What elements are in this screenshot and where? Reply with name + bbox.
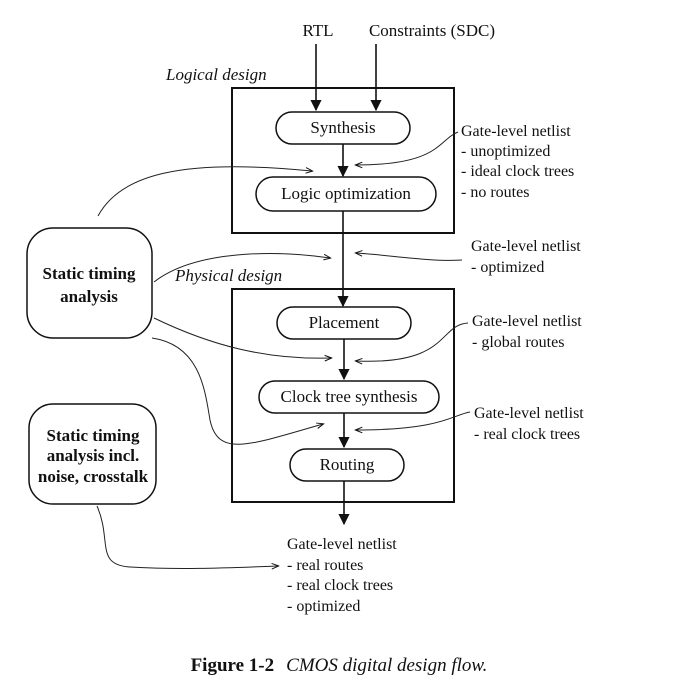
sta-to-cts-curve xyxy=(151,337,323,445)
sta-to-placement-curve xyxy=(153,317,331,358)
netlist2-curve xyxy=(356,253,463,261)
sta-label-line2: analysis xyxy=(60,287,118,306)
sta-to-logic-curve xyxy=(97,166,312,217)
sta-noise-label-line1: Static timing xyxy=(46,426,140,445)
synthesis-label: Synthesis xyxy=(310,118,375,137)
netlist4-line1: Gate-level netlist xyxy=(474,405,584,422)
physical-design-label: Physical design xyxy=(174,266,282,285)
caption-label: Figure 1-2 xyxy=(191,655,275,676)
netlist4-curve xyxy=(356,411,471,430)
netlist1-curve xyxy=(356,131,459,165)
netlist1-line3: - ideal clock trees xyxy=(461,163,574,180)
placement-label: Placement xyxy=(309,313,380,332)
sta-noise-label-line3: noise, crosstalk xyxy=(38,467,149,486)
logic-optimization-step xyxy=(255,176,437,212)
netlist1-line4: - no routes xyxy=(461,184,529,201)
physical-design-box xyxy=(231,288,455,503)
rtl-label: RTL xyxy=(302,21,333,40)
sta-box xyxy=(26,227,153,339)
netlist5-line1: Gate-level netlist xyxy=(287,536,397,553)
logical-design-label: Logical design xyxy=(165,65,267,84)
netlist4-line2: - real clock trees xyxy=(474,426,580,443)
netlist5-line3: - real clock trees xyxy=(287,577,393,594)
netlist1-line2: - unoptimized xyxy=(461,143,550,160)
constraints-label: Constraints (SDC) xyxy=(369,21,495,40)
logic-optimization-label: Logic optimization xyxy=(281,184,411,203)
netlist5-line4: - optimized xyxy=(287,598,360,615)
sta-noise-label-line2: analysis incl. xyxy=(47,446,140,465)
routing-step xyxy=(289,448,405,482)
figure-caption: Figure 1-2 CMOS digital design flow. xyxy=(191,655,488,676)
sta-label-line1: Static timing xyxy=(42,264,136,283)
clock-tree-synthesis-label: Clock tree synthesis xyxy=(281,387,418,406)
clock-tree-synthesis-step xyxy=(258,380,440,414)
netlist3-curve xyxy=(356,322,469,361)
sta-noise-box xyxy=(28,403,157,505)
netlist3-line2: - global routes xyxy=(472,334,564,351)
netlist3-line1: Gate-level netlist xyxy=(472,313,582,330)
routing-label: Routing xyxy=(320,455,375,474)
netlist1-line1: Gate-level netlist xyxy=(461,123,571,140)
netlist2-line2: - optimized xyxy=(471,259,544,276)
sta-noise-to-output-curve xyxy=(96,505,278,569)
netlist2-line1: Gate-level netlist xyxy=(471,238,581,255)
caption-title: CMOS digital design flow. xyxy=(286,655,487,676)
sta-to-physical-curve xyxy=(153,253,330,283)
netlist5-line2: - real routes xyxy=(287,557,363,574)
